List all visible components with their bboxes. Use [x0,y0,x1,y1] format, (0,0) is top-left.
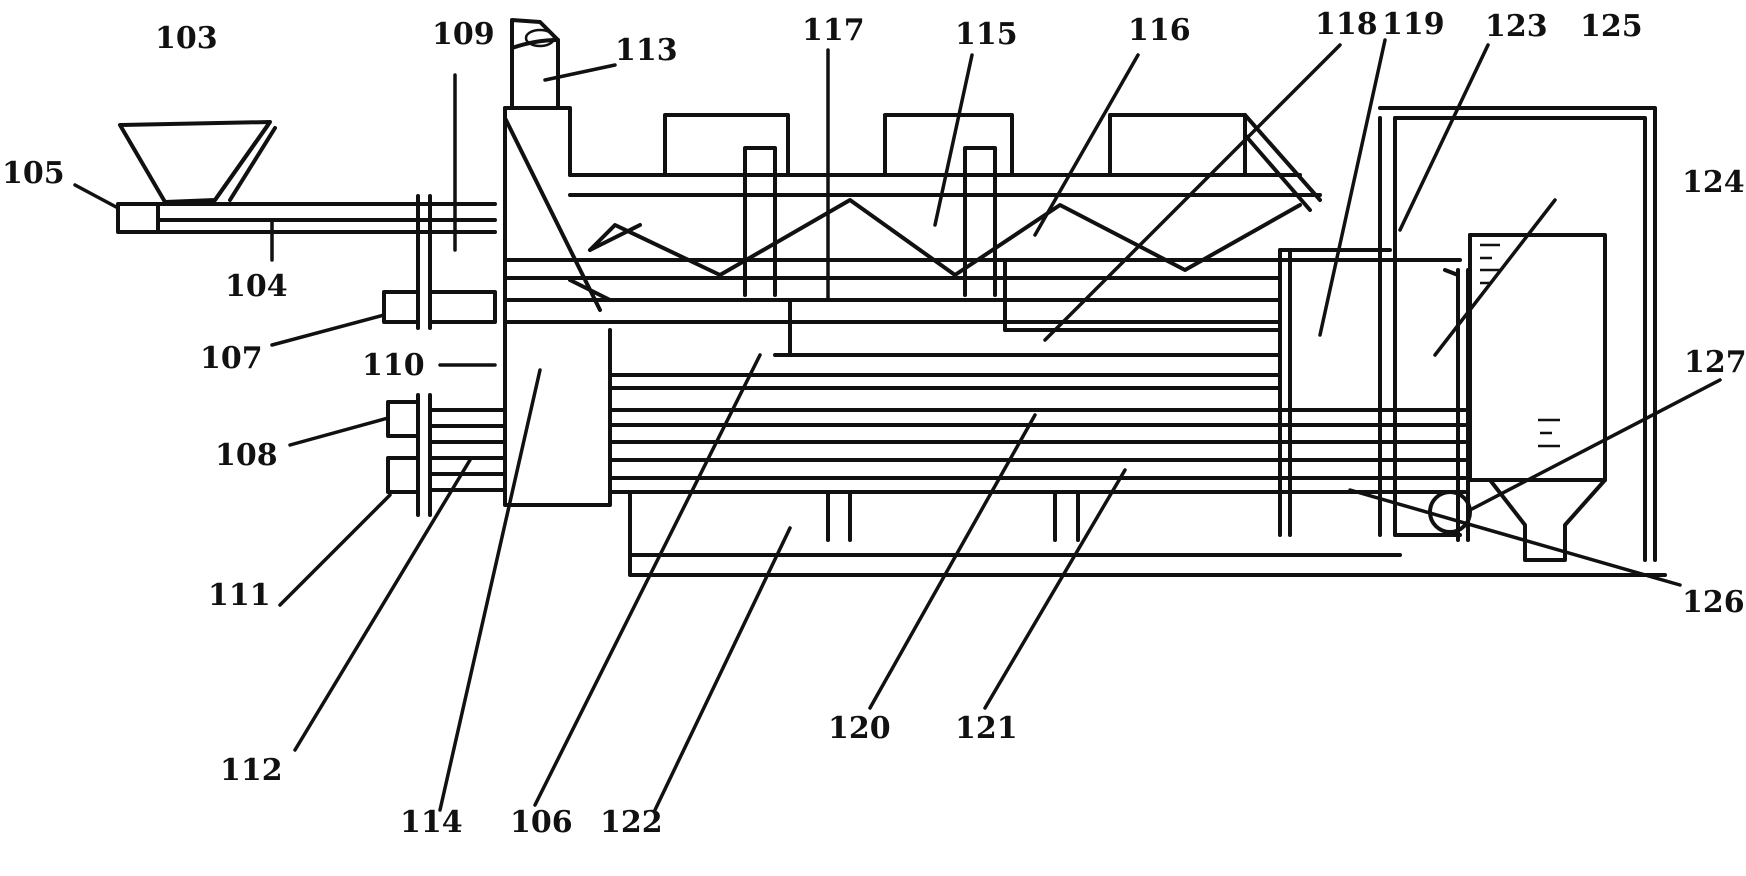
top-housings [568,113,1322,212]
label-106: 106 [510,805,573,840]
label-111: 111 [208,578,271,613]
label-116: 116 [1128,13,1191,48]
label-119: 119 [1382,7,1445,42]
label-124: 124 [1682,165,1745,200]
tank-126 [1468,233,1607,562]
label-105: 105 [2,156,65,191]
label-115: 115 [955,17,1018,52]
label-110: 110 [362,348,425,383]
label-120: 120 [828,711,891,746]
inlet-flange-assembly [386,393,507,517]
label-109: 109 [432,17,495,52]
label-104: 104 [225,269,288,304]
main-drum-body [503,258,1467,494]
label-122: 122 [600,805,663,840]
feed-screw-conveyor [116,202,497,234]
zigzag-flue [588,198,1302,277]
feed-hopper [118,120,277,204]
label-127: 127 [1684,345,1746,380]
label-107: 107 [200,341,263,376]
pump-128 [1428,490,1472,534]
label-123: 123 [1485,9,1548,44]
label-121: 121 [955,711,1018,746]
firebox-122 [628,490,1667,577]
label-118: 118 [1315,7,1378,42]
leader-lines [73,38,1722,812]
motor-107 [382,290,497,324]
label-103: 103 [155,21,218,56]
label-117: 117 [802,13,865,48]
reference-labels: 103 105 104 109 107 110 108 111 112 114 … [2,7,1746,840]
left-chamber-114 [503,106,612,507]
label-125: 125 [1580,9,1643,44]
label-114: 114 [400,805,463,840]
label-126: 126 [1682,585,1745,620]
inner-riser-tube [743,146,1282,357]
label-113: 113 [615,33,678,68]
label-108: 108 [215,438,278,473]
chimney-113 [510,18,560,110]
compartment-118 [1003,258,1282,332]
label-112: 112 [220,753,283,788]
